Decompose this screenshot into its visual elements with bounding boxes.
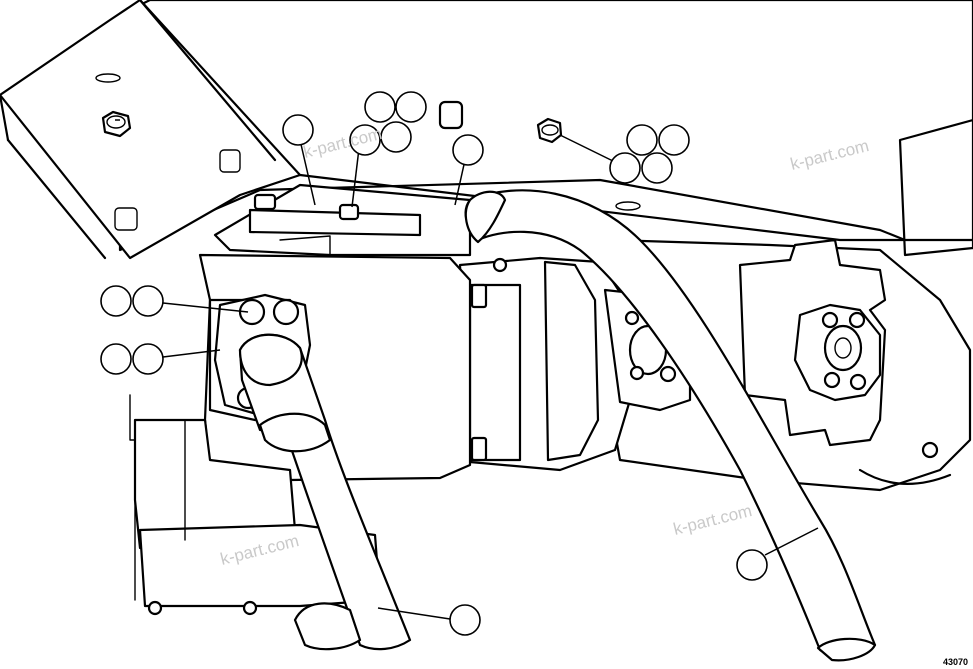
callout-top-mid (452, 134, 484, 206)
callout-right-cluster (559, 124, 690, 184)
frame-bolt-right (536, 117, 563, 144)
drive-motor-housing (598, 238, 972, 492)
mount-bracket (213, 183, 472, 257)
callout-bottom-center (377, 604, 481, 636)
hydraulic-hose-left (238, 333, 412, 651)
callout-left-lower-pair (100, 343, 221, 375)
frame-bolt-top-mid (438, 100, 464, 130)
figure-number: 43070 (943, 657, 968, 667)
frame-bolt-top-left (101, 110, 132, 138)
callout-left-upper-pair (100, 285, 249, 317)
hydraulic-hose-right (464, 189, 877, 662)
callout-upper-cluster-left (282, 91, 427, 208)
watermark: k-part.com (671, 501, 754, 539)
callout-bottom-right (736, 527, 819, 581)
